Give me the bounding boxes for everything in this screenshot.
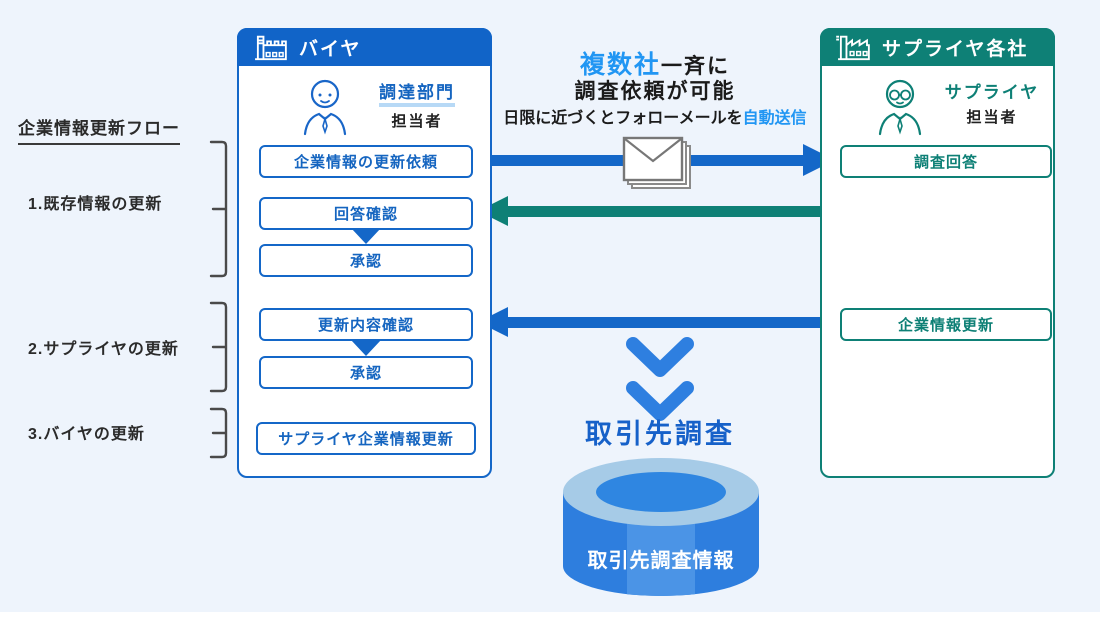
buyer-title: バイヤ	[299, 38, 362, 60]
bottom-white-strip	[0, 612, 1100, 619]
buyer-step-update-content-check: 更新内容確認	[259, 308, 473, 341]
buyer-role-department: 調達部門	[379, 78, 455, 107]
annotation-followup-highlight: 自動送信	[742, 110, 807, 127]
factory-icon	[255, 35, 287, 61]
person-with-glasses-icon	[878, 79, 922, 136]
supplier-title: サプライヤ各社	[882, 38, 1029, 60]
buyer-step-supplier-info-update: サプライヤ企業情報更新	[256, 422, 476, 455]
annotation-multi-company: 複数社一斉に	[490, 45, 820, 81]
phase-label-1: 1.既存情報の更新	[28, 196, 163, 213]
buyer-role: 調達部門 担当者	[351, 78, 483, 131]
flow-title: 企業情報更新フロー	[18, 114, 180, 145]
supplier-panel: サプライヤ各社 サプライヤ 担当者 調査回答 企業情報更新	[820, 28, 1055, 478]
annotation-survey-possible: 調査依頼が可能	[574, 80, 736, 103]
buyer-step-answer-check: 回答確認	[259, 197, 473, 230]
supplier-role-company: サプライヤ	[944, 83, 1040, 102]
phase-label-3: 3.バイヤの更新	[28, 426, 145, 443]
database-cylinder: 取引先調査情報	[563, 458, 759, 596]
annotation-followup-prefix: 日限に近づくとフォローメールを	[503, 110, 743, 127]
annotation-multi-company-highlight: 複数社	[579, 51, 661, 79]
factory-icon	[836, 35, 870, 61]
annotation-followup-mail: 日限に近づくとフォローメールを自動送信	[485, 104, 825, 128]
database-label: 取引先調査情報	[587, 550, 735, 572]
arrow-answer-line	[502, 206, 949, 217]
buyer-role-person: 担当者	[391, 113, 443, 130]
flow-triangle-2	[351, 340, 381, 356]
supplier-step-company-info-update: 企業情報更新	[840, 308, 1052, 341]
bracket-phase-1	[209, 140, 228, 278]
database-top-hole	[596, 472, 726, 512]
supplier-role: サプライヤ 担当者	[926, 78, 1058, 127]
bracket-phase-2	[209, 301, 228, 393]
person-icon	[303, 79, 347, 136]
flow-triangle-1	[351, 228, 381, 244]
buyer-step-approve-1: 承認	[259, 244, 473, 277]
envelope-stack-icon	[622, 136, 691, 189]
bracket-phase-3	[209, 407, 228, 459]
supplier-step-survey-answer: 調査回答	[840, 145, 1052, 178]
arrow-update-line	[505, 317, 840, 328]
annotation-multi-company-rest: 一斉に	[661, 55, 730, 78]
survey-label: 取引先調査	[585, 419, 735, 449]
double-chevron-down-icon	[626, 337, 694, 421]
buyer-step-update-request: 企業情報の更新依頼	[259, 145, 473, 178]
supplier-panel-header: サプライヤ各社	[820, 28, 1055, 66]
buyer-panel: バイヤ 調達部門 担当者 企業情報の更新依頼 回答確認 承認 更新内容確認 承認…	[237, 28, 492, 478]
buyer-panel-header: バイヤ	[237, 28, 492, 66]
buyer-step-approve-2: 承認	[259, 356, 473, 389]
phase-label-2: 2.サプライヤの更新	[28, 341, 179, 358]
supplier-role-person: 担当者	[966, 109, 1018, 126]
